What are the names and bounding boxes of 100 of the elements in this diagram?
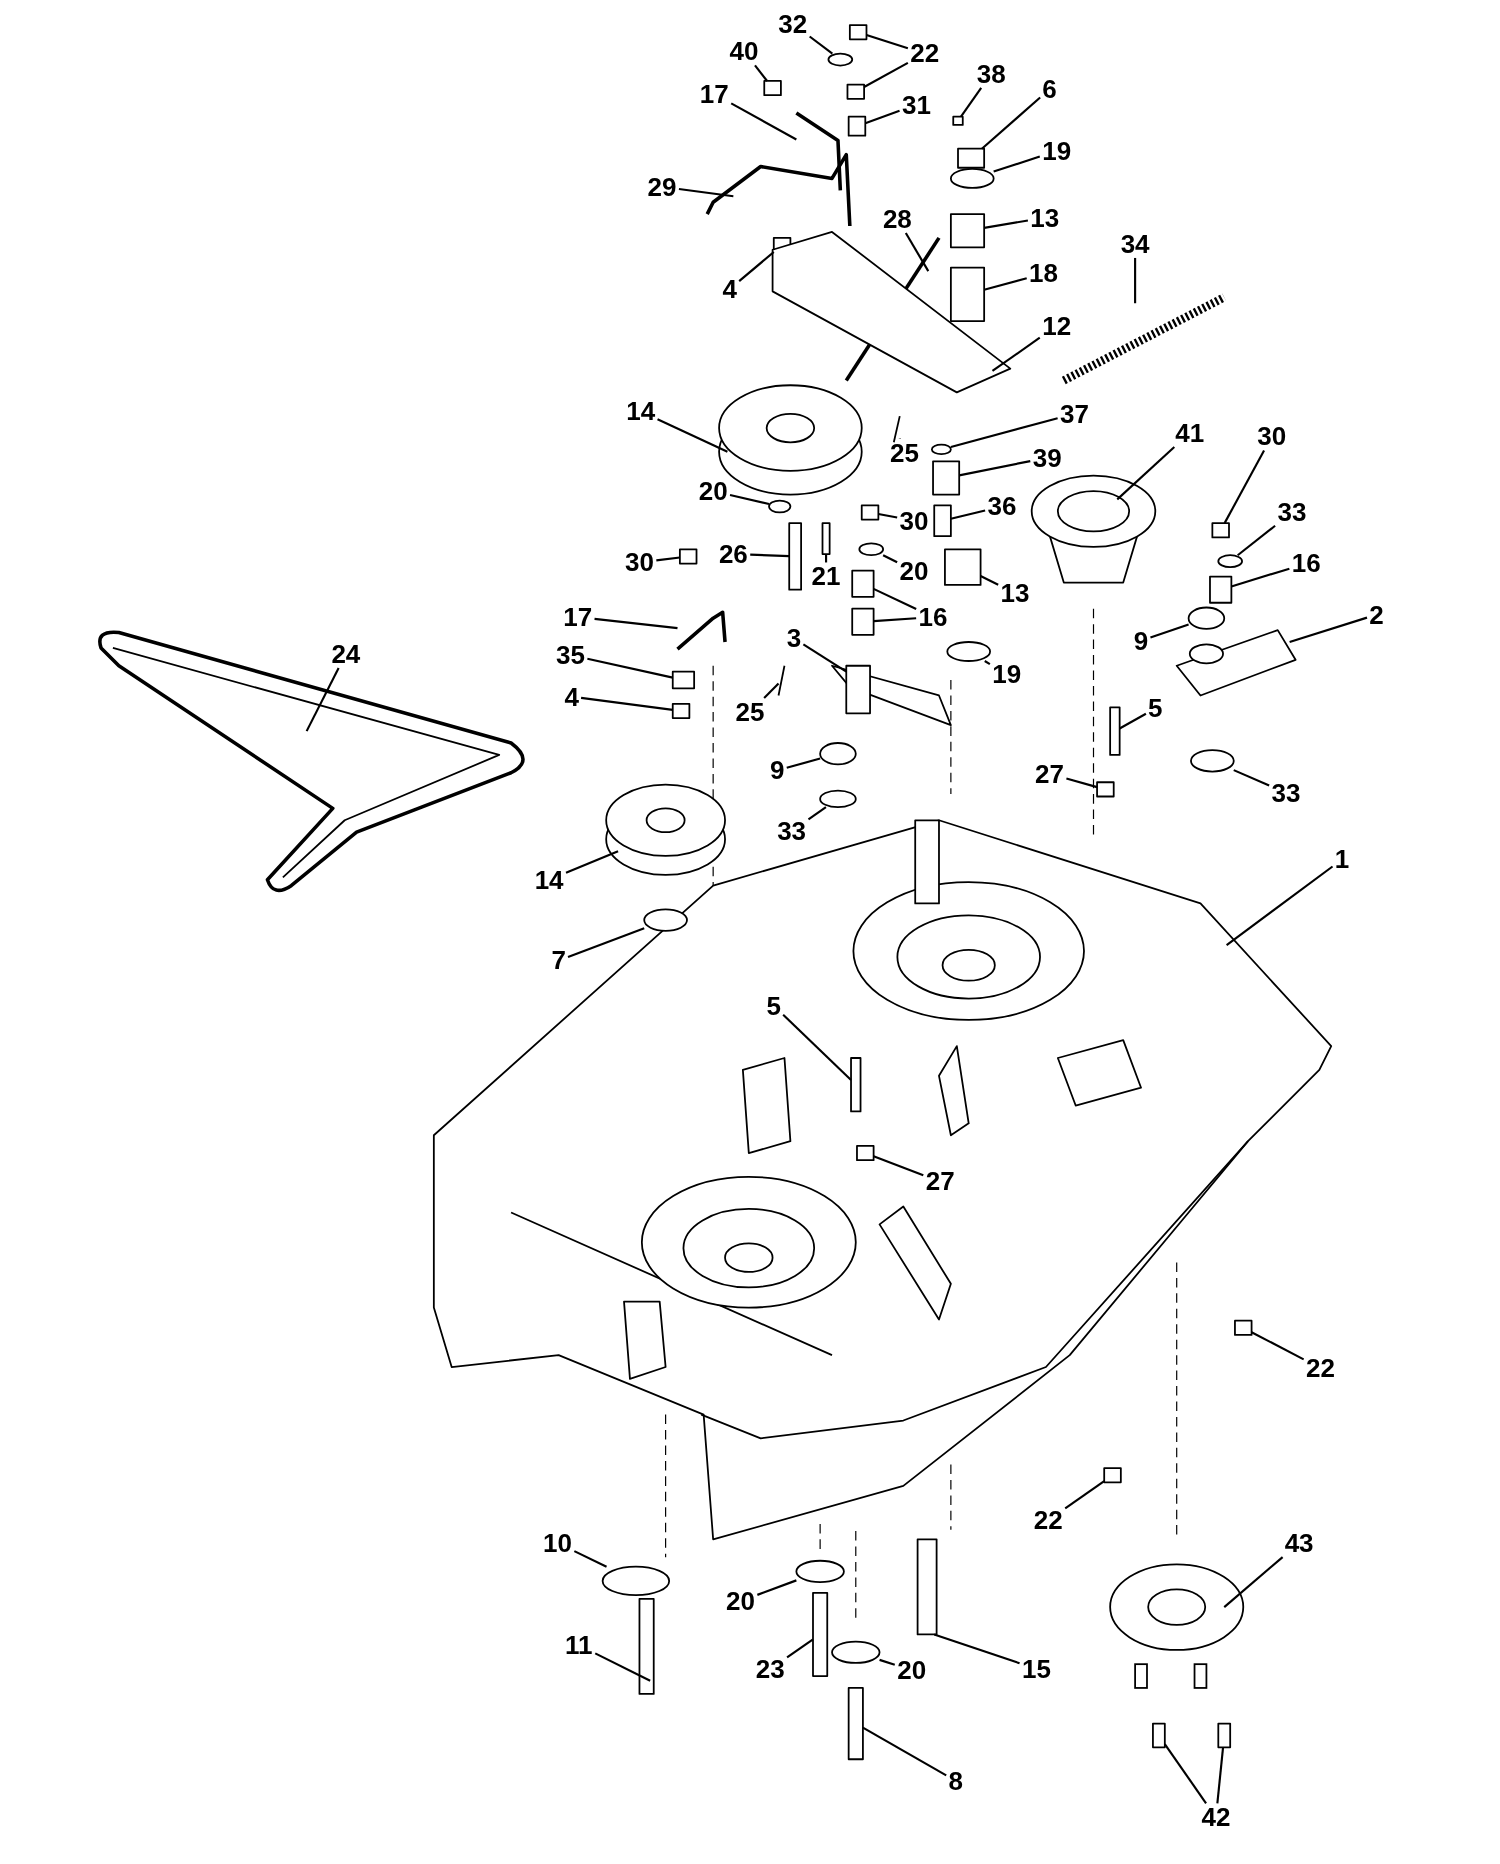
callout-number: 19 [1042, 137, 1072, 164]
leader-line [898, 438, 901, 440]
callout-number: 27 [1035, 760, 1064, 787]
leader-line [1223, 450, 1265, 524]
part-drawing [848, 24, 868, 41]
idler-bracket-drawing [771, 231, 1012, 394]
pin-drawing [892, 415, 901, 444]
leader-line [983, 277, 1027, 291]
leader-line [786, 1638, 814, 1659]
callout-number: 33 [1271, 779, 1301, 806]
part-drawing [638, 1597, 655, 1695]
part-drawing [1103, 1467, 1122, 1484]
part-drawing [821, 522, 831, 555]
leader-line [933, 1633, 1020, 1665]
part-drawing [932, 460, 961, 496]
callout-number: 31 [901, 91, 931, 118]
callout-number: 4 [722, 275, 737, 302]
leader-line [754, 64, 768, 82]
part-drawing [812, 1591, 829, 1677]
leader-line [991, 336, 1041, 372]
part-drawing [1152, 1722, 1166, 1749]
leader-line [587, 657, 673, 679]
callout-number: 6 [1042, 76, 1057, 103]
callout-number: 19 [992, 660, 1022, 687]
part-drawing [1096, 781, 1115, 798]
part-drawing [795, 1559, 845, 1584]
leader-line [594, 617, 678, 630]
part-drawing [916, 1538, 938, 1636]
callout-number: 43 [1284, 1529, 1314, 1556]
part-drawing [827, 52, 854, 67]
part-drawing [851, 569, 875, 598]
part-drawing [847, 115, 867, 137]
leader-line [873, 617, 917, 623]
callout-number: 7 [551, 947, 566, 974]
callout-number: 20 [897, 1656, 927, 1683]
part-drawing [930, 443, 952, 456]
leader-line [802, 643, 847, 673]
leader-line [950, 417, 1058, 448]
leader-line [878, 512, 898, 519]
callout-number: 20 [726, 1588, 755, 1614]
bracket-arm-drawing [676, 610, 727, 651]
callout-number: 20 [899, 557, 929, 584]
part-drawing [952, 115, 964, 126]
leader-line [1116, 446, 1176, 501]
part-drawing [788, 522, 802, 591]
part-drawing [847, 1687, 864, 1761]
callout-number: 29 [647, 173, 677, 200]
part-drawing [671, 670, 696, 690]
leader-line [757, 1579, 797, 1596]
leader-line [782, 1013, 852, 1081]
leader-line [1233, 769, 1270, 787]
callout-number: 22 [1306, 1355, 1335, 1382]
part-drawing [819, 789, 857, 809]
callout-number: 30 [625, 549, 654, 576]
mounting-plate-drawing [1109, 1563, 1245, 1651]
callout-number: 12 [1042, 312, 1072, 339]
leader-line [1119, 712, 1147, 730]
leader-line [678, 187, 734, 198]
leader-line [864, 109, 900, 125]
callout-number: 33 [1277, 499, 1307, 526]
part-drawing [860, 504, 880, 521]
part-drawing [1217, 554, 1243, 568]
leader-line [873, 1155, 924, 1177]
leader-line [958, 460, 1031, 477]
leader-line [1226, 865, 1334, 946]
part-drawing [950, 213, 986, 249]
callout-number: 26 [718, 540, 748, 567]
part-drawing [1190, 749, 1235, 773]
callout-number: 42 [1201, 1804, 1231, 1831]
callout-number: 25 [735, 698, 765, 725]
leader-line [873, 587, 917, 611]
callout-number: 35 [556, 641, 585, 668]
leader-line [950, 509, 986, 520]
callout-number: 16 [918, 603, 948, 630]
part-drawing [957, 147, 986, 169]
leader-line [807, 806, 827, 821]
part-drawing [950, 168, 995, 189]
callout-number: 34 [1120, 230, 1150, 257]
callout-number: 20 [698, 477, 728, 504]
leader-line [1064, 1480, 1105, 1510]
callout-number: 38 [976, 60, 1006, 87]
leader-line [573, 1550, 607, 1568]
callout-number: 32 [778, 10, 808, 37]
part-drawing [643, 908, 688, 932]
leader-line [763, 682, 780, 699]
part-drawing [763, 80, 782, 97]
callout-number: 33 [777, 817, 807, 844]
leader-line [1251, 1331, 1305, 1361]
part-drawing [831, 1640, 881, 1664]
leader-line [866, 33, 909, 50]
part-drawing [1234, 1319, 1253, 1336]
leader-line [1163, 1743, 1207, 1804]
part-drawing [819, 742, 857, 766]
bracket-arm-drawing [795, 111, 843, 191]
callout-number: 25 [890, 439, 919, 466]
part-drawing [1211, 522, 1230, 539]
leader-line [580, 696, 673, 711]
leader-line [565, 850, 619, 874]
leader-line [809, 35, 833, 55]
callout-number: 15 [1022, 1655, 1051, 1682]
